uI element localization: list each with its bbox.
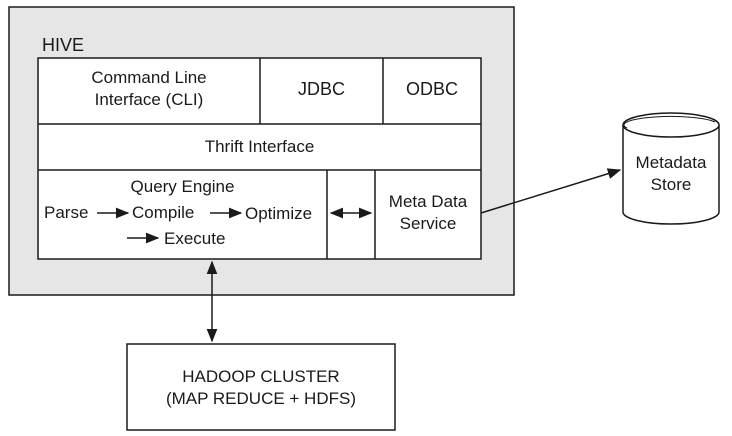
- hadoop-cluster-label: HADOOP CLUSTER (MAP REDUCE + HDFS): [127, 366, 395, 410]
- meta-data-service-label: Meta Data Service: [375, 191, 481, 235]
- hadoop-cluster-box: [126, 343, 396, 431]
- odbc-label: ODBC: [405, 79, 458, 99]
- metadata-store-label: Metadata Store: [623, 152, 719, 196]
- cli-label-line2: Interface (CLI): [94, 90, 204, 109]
- optimize-label: Optimize: [245, 204, 313, 223]
- parse-label: Parse: [44, 203, 89, 222]
- thrift-interface-label: Thrift Interface: [204, 137, 315, 156]
- metadata-store-line2: Store: [650, 175, 692, 194]
- meta-data-service-line2: Service: [399, 214, 457, 233]
- cli-label: Command Line Interface (CLI): [38, 67, 260, 111]
- hadoop-cluster-line1: HADOOP CLUSTER: [182, 367, 340, 386]
- compile-label: Compile: [132, 203, 195, 222]
- meta-data-service-line1: Meta Data: [388, 192, 468, 211]
- metadata-store-cylinder: [622, 112, 720, 225]
- execute-label: Execute: [164, 229, 226, 248]
- hadoop-cluster-line2: (MAP REDUCE + HDFS): [165, 389, 356, 408]
- jdbc-label: JDBC: [297, 79, 345, 99]
- query-engine-title: Query Engine: [130, 177, 235, 196]
- cli-label-line1: Command Line: [91, 68, 207, 87]
- metadata-store-line1: Metadata: [635, 153, 707, 172]
- hive-title: HIVE: [42, 35, 85, 55]
- meta-to-store-arrow: [480, 168, 622, 214]
